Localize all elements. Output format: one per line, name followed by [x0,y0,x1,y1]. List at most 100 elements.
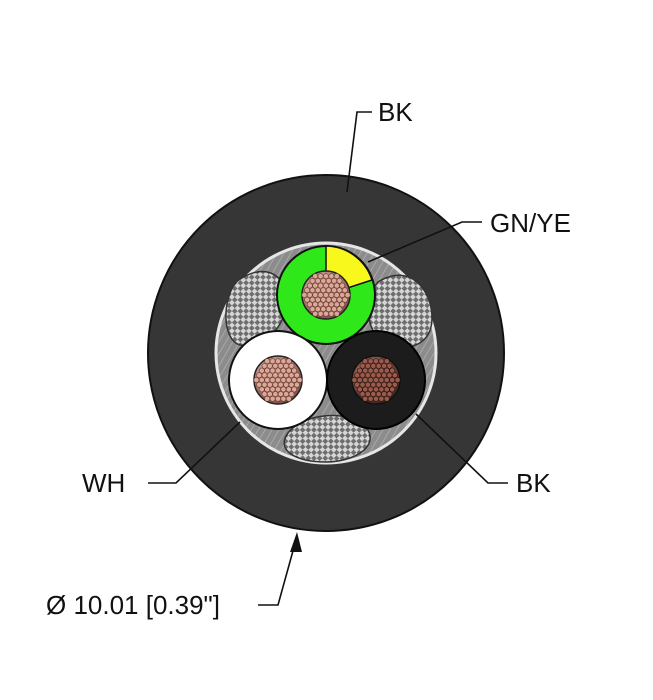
copper-strand [323,292,329,298]
copper-strand [264,367,271,374]
copper-strand [367,358,374,365]
copper-strand [272,372,279,379]
copper-strand [280,395,287,402]
copper-strand [291,367,298,374]
copper-strand [283,372,289,379]
copper-strand [312,292,319,298]
copper-strand [275,367,281,374]
copper-strand [314,306,321,312]
copper-strand [328,310,335,317]
copper-strand [256,372,262,379]
copper-strand [309,296,316,303]
copper-strand [367,377,374,383]
copper-strand [317,301,324,308]
copper-strand [309,278,316,284]
copper-strand [389,377,396,383]
copper-strand [296,377,303,383]
copper-strand [272,363,279,369]
copper-strand [323,310,329,317]
copper-strand [258,377,265,383]
label-green-yellow: GN/YE [490,208,571,238]
copper-strand [275,358,281,365]
copper-strand [264,395,271,402]
copper-strand [378,377,385,383]
copper-strand [269,395,276,402]
copper-strand [317,310,324,317]
copper-strand [288,381,295,388]
copper-strand [375,381,382,388]
copper-strand [258,367,265,374]
white-strands [253,358,303,402]
copper-strand [359,363,366,369]
copper-strand [272,391,279,397]
copper-strand [312,310,319,317]
copper-strand [272,381,279,388]
copper-strand [336,287,343,294]
copper-strand [389,386,396,393]
copper-strand [285,377,292,383]
label-diameter: Ø 10.01 [0.39"] [46,590,220,620]
copper-strand [362,367,369,374]
copper-strand [325,287,332,294]
label-jacket: BK [378,97,413,127]
copper-strand [288,391,295,397]
copper-strand [277,372,284,379]
copper-strand [285,358,292,365]
copper-strand [336,278,343,284]
copper-strand [386,391,393,397]
copper-strand [370,363,377,369]
copper-strand [391,381,398,388]
copper-strand [381,381,387,388]
copper-strand [339,301,346,308]
copper-strand [275,395,281,402]
diameter-arrowhead [290,532,302,552]
copper-strand [256,381,262,388]
copper-strand [336,296,343,303]
leader-diameter [258,539,297,606]
copper-strand [370,372,377,379]
copper-strand [280,367,287,374]
copper-strand [333,282,340,289]
copper-strand [280,377,287,383]
copper-strand [317,292,324,298]
copper-strand [261,381,268,388]
copper-strand [269,377,276,383]
copper-strand [359,391,366,397]
copper-strand [354,372,360,379]
copper-strand [351,377,358,383]
copper-strand [328,301,335,308]
copper-strand [312,301,319,308]
copper-strand [381,372,387,379]
copper-strand [266,372,273,379]
copper-strand [383,395,390,402]
copper-strand [275,386,281,393]
copper-strand [373,395,379,402]
copper-strand [328,273,335,280]
copper-strand [306,301,313,308]
copper-strand [291,386,298,393]
green-yellow-strands [301,273,351,317]
copper-strand [266,391,273,397]
copper-strand [320,278,327,284]
copper-strand [293,372,300,379]
copper-strand [373,367,379,374]
copper-strand [261,372,268,379]
copper-strand [328,292,335,298]
copper-strand [283,363,289,369]
copper-strand [253,377,260,383]
copper-strand [383,367,390,374]
copper-strand [304,296,310,303]
copper-strand [323,301,329,308]
copper-strand [370,381,377,388]
copper-strand [341,296,348,303]
copper-strand [320,287,327,294]
copper-strand [339,292,346,298]
copper-strand [320,296,327,303]
leader-black [415,413,508,484]
leader-white [148,421,241,484]
copper-strand [258,386,265,393]
copper-strand [367,395,374,402]
copper-strand [291,377,298,383]
copper-strand [381,363,387,369]
